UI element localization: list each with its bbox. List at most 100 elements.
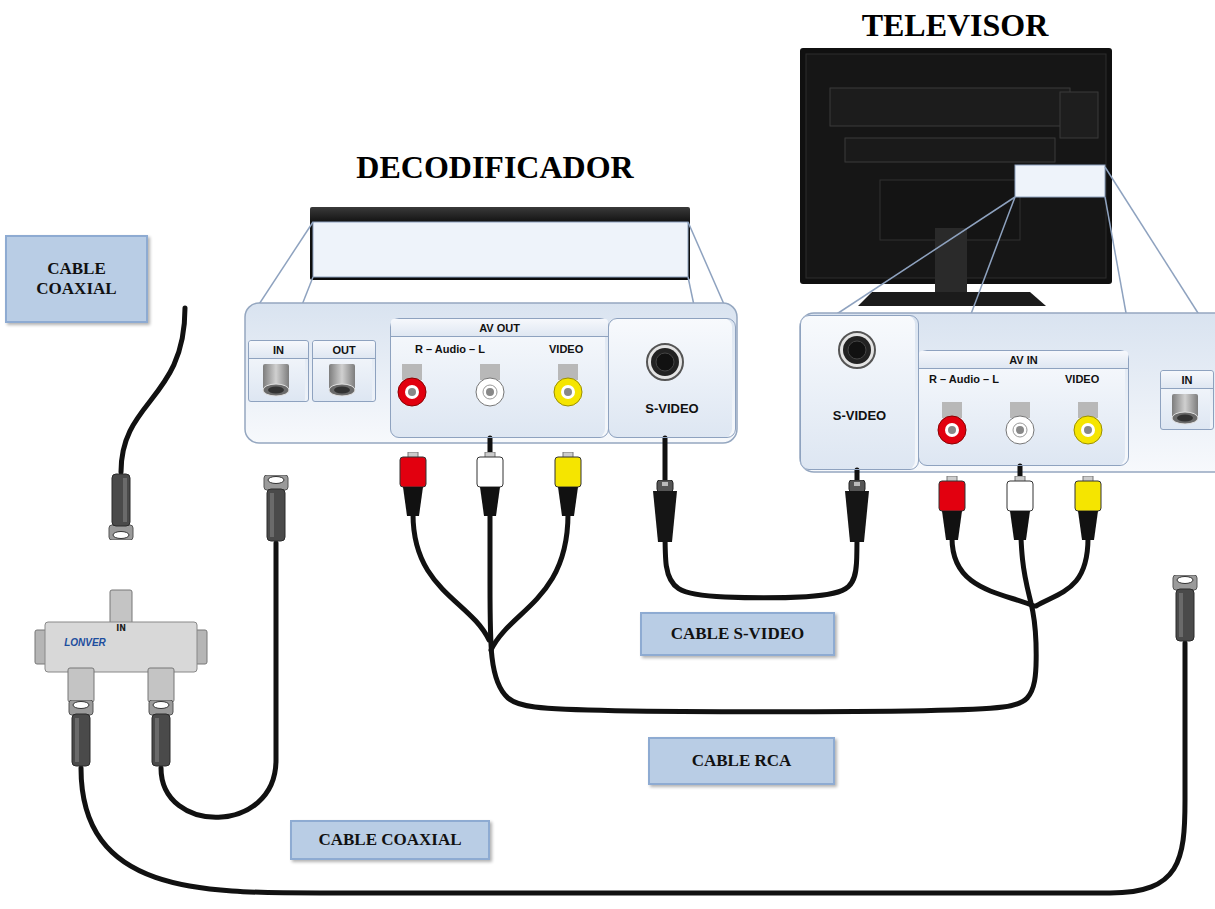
s-video-plug <box>845 480 869 542</box>
port-name: S-VIDEO <box>609 401 735 416</box>
rca-jack <box>948 426 956 434</box>
rca-wire <box>413 514 489 640</box>
signal-name: R – Audio – L <box>929 373 999 385</box>
port-heading: OUT <box>313 341 375 359</box>
s-video-plug <box>653 480 677 542</box>
television <box>1060 92 1098 138</box>
decoder-box <box>310 207 690 280</box>
decoder-box <box>310 207 690 280</box>
signal-name: VIDEO <box>549 343 583 355</box>
rca-wire <box>413 514 1088 650</box>
cable-tag: CABLE COAXIAL <box>290 820 490 860</box>
brand-name: LONVER <box>54 637 116 648</box>
rca-jack <box>1081 423 1095 437</box>
s-video-panel: S-VIDEO <box>608 318 736 438</box>
rca-jack <box>483 385 497 399</box>
rca-jack <box>1016 426 1024 434</box>
connector-panel <box>608 318 732 438</box>
coax-plug <box>69 700 93 766</box>
port-name: S-VIDEO <box>801 408 918 423</box>
rca-plug <box>939 476 965 540</box>
zoom-line <box>965 197 1015 330</box>
coax-cable <box>161 543 276 817</box>
s-video-jack <box>651 348 679 376</box>
s-video-jack <box>656 353 674 371</box>
television <box>858 292 1046 306</box>
coax-jack <box>329 384 355 396</box>
coax-cable <box>81 643 1185 893</box>
port-heading: AV IN <box>919 351 1128 369</box>
port-box: IN <box>248 340 309 402</box>
rca-jack <box>476 378 504 406</box>
coax-jack <box>1177 415 1193 422</box>
splitter <box>148 668 174 702</box>
connector-panel <box>800 313 1215 472</box>
s-video-jack <box>647 344 683 380</box>
rca-plug <box>400 452 426 516</box>
rca-plug <box>1007 476 1033 540</box>
signal-name: R – Audio – L <box>415 343 485 355</box>
port-heading: AV OUT <box>391 319 608 337</box>
rca-jack <box>405 385 419 399</box>
zoom-line <box>820 197 1015 325</box>
cable <box>665 438 857 598</box>
cable <box>490 438 1036 712</box>
coax-jack <box>268 387 284 394</box>
cable-name: CABLE S-VIDEO <box>671 624 805 644</box>
coax-plug <box>69 474 1197 766</box>
cable-name: CABLE COAXIAL <box>13 259 140 300</box>
rca-jack <box>398 364 1102 444</box>
connector-panel <box>245 303 1215 472</box>
splitter <box>45 622 197 672</box>
s-video-jack <box>848 341 866 359</box>
rca-plug <box>1075 476 1101 540</box>
television <box>935 228 967 294</box>
coax-plug <box>264 475 288 541</box>
rca-jack <box>1084 426 1092 434</box>
television <box>1015 165 1105 197</box>
cable-tag: CABLE COAXIAL <box>5 235 148 323</box>
rca-plug <box>555 452 581 516</box>
coax-jack <box>334 387 350 394</box>
coax-cable <box>121 308 185 472</box>
television <box>830 88 1070 126</box>
rca-jack <box>486 388 494 396</box>
cable <box>490 438 1036 712</box>
rca-jack <box>1006 416 1034 444</box>
port-heading: IN <box>1161 371 1213 389</box>
coax-plug <box>109 474 133 540</box>
decoder-box <box>313 222 688 277</box>
coax-jack <box>263 364 1198 424</box>
cable-name: CABLE COAXIAL <box>318 830 461 850</box>
connector-panel <box>800 315 915 470</box>
rca-jack <box>561 385 575 399</box>
cable-tag: CABLE RCA <box>648 737 835 785</box>
port-box: IN <box>1160 370 1214 430</box>
rca-jack <box>945 423 959 437</box>
rca-jack <box>554 378 582 406</box>
device-title: TELEVISOR <box>800 6 1110 44</box>
av-panel: AV INR – Audio – LVIDEO <box>918 350 1129 466</box>
rca-jack <box>1074 416 1102 444</box>
cable-name: CABLE RCA <box>692 751 792 771</box>
splitter <box>35 590 207 702</box>
coax-plug <box>149 700 173 766</box>
coax-jack <box>263 384 289 396</box>
port-box: OUT <box>312 340 376 402</box>
television <box>845 138 1055 162</box>
television <box>800 48 1112 306</box>
s-video-jack <box>839 332 875 368</box>
rca-jack <box>938 416 966 444</box>
rca-jack <box>408 388 416 396</box>
rca-jack <box>564 388 572 396</box>
rca-jack <box>1013 423 1027 437</box>
coax-plug <box>1173 575 1197 641</box>
coax-cable <box>81 308 1185 893</box>
s-video-jack <box>647 332 875 380</box>
s-video-plug <box>653 480 869 542</box>
coax-jack <box>1172 412 1198 424</box>
